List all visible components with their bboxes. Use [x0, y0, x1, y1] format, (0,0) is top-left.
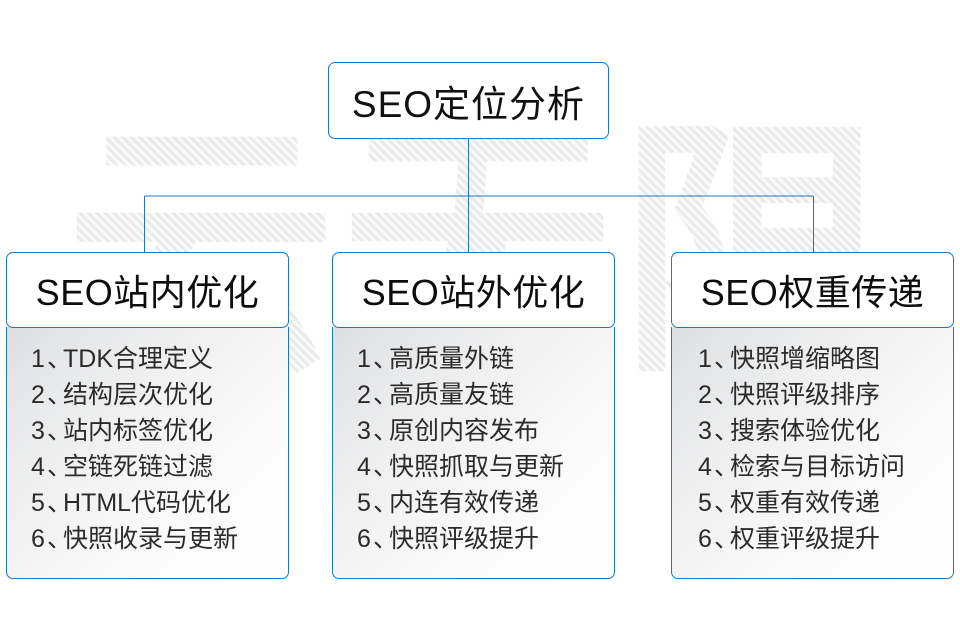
list-item-number: 3	[698, 417, 712, 445]
branch-header-label: SEO站内优化	[35, 272, 260, 313]
list-item-text: 快照抓取与更新	[389, 453, 565, 481]
list-item-text: 站内标签优化	[63, 417, 214, 445]
list-item: 2、快照评级排序	[698, 377, 953, 413]
branch-header-offsite[interactable]: SEO站外优化	[332, 252, 615, 328]
list-item-separator: 、	[714, 525, 740, 553]
root-node-label: SEO定位分析	[351, 83, 586, 125]
list-item-text: 检索与目标访问	[730, 453, 906, 481]
list-item-text: TDK合理定义	[63, 345, 214, 373]
list-item: 6、快照收录与更新	[31, 521, 288, 557]
list-item: 6、快照评级提升	[357, 521, 614, 557]
list-item-separator: 、	[373, 453, 399, 481]
list-item-text: 结构层次优化	[63, 381, 214, 409]
branch-header-weight[interactable]: SEO权重传递	[671, 252, 954, 328]
list-item-separator: 、	[373, 417, 399, 445]
list-item-text: 快照评级提升	[389, 525, 540, 553]
list-item-number: 1	[31, 345, 45, 373]
list-item-text: 权重有效传递	[730, 489, 881, 517]
list-item: 2、结构层次优化	[31, 377, 288, 413]
list-item-separator: 、	[714, 345, 740, 373]
list-item-number: 6	[698, 525, 712, 553]
list-item-text: 搜索体验优化	[730, 417, 881, 445]
list-item-number: 2	[357, 381, 371, 409]
list-item-number: 6	[31, 525, 45, 553]
list-item: 1、高质量外链	[357, 341, 614, 377]
list-item-text: 高质量外链	[389, 345, 515, 373]
list-item-separator: 、	[47, 345, 73, 373]
list-item-separator: 、	[47, 489, 73, 517]
branch-columns: SEO站内优化 1、TDK合理定义 2、结构层次优化 3、站内标签优化 4、空链…	[0, 252, 960, 582]
list-item-separator: 、	[373, 489, 399, 517]
list-item-separator: 、	[714, 453, 740, 481]
list-item: 4、空链死链过滤	[31, 449, 288, 485]
list-item-text: 高质量友链	[389, 381, 515, 409]
list-item-separator: 、	[714, 381, 740, 409]
list-item: 3、站内标签优化	[31, 413, 288, 449]
list-item-text: 原创内容发布	[389, 417, 540, 445]
list-item-number: 5	[31, 489, 45, 517]
list-item: 4、检索与目标访问	[698, 449, 953, 485]
list-item: 6、权重评级提升	[698, 521, 953, 557]
list-item: 5、权重有效传递	[698, 485, 953, 521]
list-item-separator: 、	[47, 381, 73, 409]
list-item-separator: 、	[714, 417, 740, 445]
list-item-number: 3	[31, 417, 45, 445]
list-item: 2、高质量友链	[357, 377, 614, 413]
list-item-number: 4	[698, 453, 712, 481]
branch-column-offsite: SEO站外优化 1、高质量外链 2、高质量友链 3、原创内容发布 4、快照抓取与…	[332, 252, 615, 579]
branch-header-label: SEO站外优化	[361, 272, 586, 313]
list-item-number: 2	[698, 381, 712, 409]
list-item-separator: 、	[47, 525, 73, 553]
branch-body-offsite: 1、高质量外链 2、高质量友链 3、原创内容发布 4、快照抓取与更新 5、内连有…	[332, 327, 615, 579]
branch-column-onsite: SEO站内优化 1、TDK合理定义 2、结构层次优化 3、站内标签优化 4、空链…	[6, 252, 289, 579]
list-item-separator: 、	[373, 345, 399, 373]
list-item-text: 快照收录与更新	[63, 525, 239, 553]
list-item: 3、原创内容发布	[357, 413, 614, 449]
list-item: 1、TDK合理定义	[31, 341, 288, 377]
list-item-separator: 、	[47, 417, 73, 445]
list-item-separator: 、	[47, 453, 73, 481]
branch-body-weight: 1、快照增缩略图 2、快照评级排序 3、搜索体验优化 4、检索与目标访问 5、权…	[671, 327, 954, 579]
list-item: 5、内连有效传递	[357, 485, 614, 521]
list-item-number: 6	[357, 525, 371, 553]
branch-header-onsite[interactable]: SEO站内优化	[6, 252, 289, 328]
list-item-text: HTML代码优化	[63, 489, 232, 517]
list-item-text: 内连有效传递	[389, 489, 540, 517]
root-node[interactable]: SEO定位分析	[328, 62, 609, 139]
branch-column-weight: SEO权重传递 1、快照增缩略图 2、快照评级排序 3、搜索体验优化 4、检索与…	[671, 252, 954, 579]
list-item: 5、HTML代码优化	[31, 485, 288, 521]
list-item-text: 快照增缩略图	[730, 345, 881, 373]
branch-header-label: SEO权重传递	[700, 272, 925, 313]
list-item-text: 空链死链过滤	[63, 453, 214, 481]
list-item: 4、快照抓取与更新	[357, 449, 614, 485]
list-item-number: 1	[698, 345, 712, 373]
list-item-number: 4	[31, 453, 45, 481]
list-item: 1、快照增缩略图	[698, 341, 953, 377]
list-item-number: 5	[357, 489, 371, 517]
list-item-number: 1	[357, 345, 371, 373]
list-item-separator: 、	[714, 489, 740, 517]
list-item-number: 2	[31, 381, 45, 409]
list-item-number: 4	[357, 453, 371, 481]
list-item-number: 3	[357, 417, 371, 445]
list-item-separator: 、	[373, 381, 399, 409]
list-item-number: 5	[698, 489, 712, 517]
list-item-text: 权重评级提升	[730, 525, 881, 553]
branch-body-onsite: 1、TDK合理定义 2、结构层次优化 3、站内标签优化 4、空链死链过滤 5、H…	[6, 327, 289, 579]
list-item: 3、搜索体验优化	[698, 413, 953, 449]
list-item-text: 快照评级排序	[730, 381, 881, 409]
list-item-separator: 、	[373, 525, 399, 553]
